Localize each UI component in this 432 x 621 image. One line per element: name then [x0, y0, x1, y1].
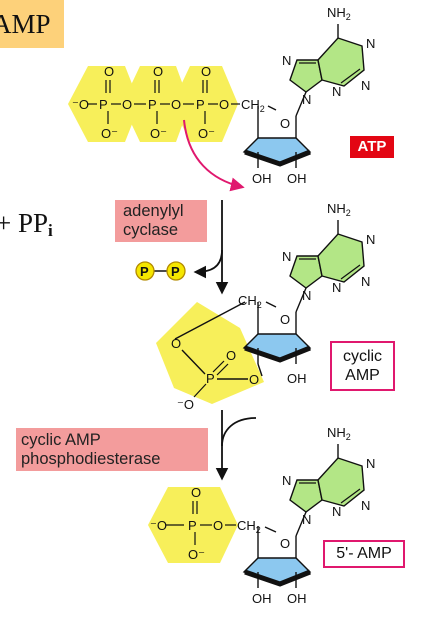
- o-atom: O: [249, 372, 259, 387]
- ch2-label: CH2: [237, 518, 261, 535]
- o-atom: O: [201, 64, 211, 79]
- p-atom: P: [99, 97, 108, 112]
- phosphodiesterase-label: cyclic AMP phosphodiesterase: [16, 428, 208, 471]
- oh-label: OH: [287, 171, 307, 186]
- ch2-label: CH2: [238, 293, 262, 310]
- triphosphate-group: O O O ⁻O P O P O P O O⁻: [68, 64, 265, 142]
- ch2-label: CH2: [241, 97, 265, 114]
- water-input-curve: [221, 417, 257, 447]
- phosphate-circle: [166, 261, 186, 281]
- pyrophosphate-release-arrow: [193, 249, 223, 279]
- atp-label: ATP: [350, 136, 394, 158]
- phosphate-circle: [135, 261, 155, 281]
- p-atom: P: [206, 371, 215, 386]
- o-minus: O⁻: [188, 547, 205, 562]
- p-label: P: [140, 264, 149, 279]
- o-atom: O: [171, 336, 181, 351]
- o-minus: O⁻: [198, 126, 215, 141]
- cyclic-amp-label: cyclic AMP: [330, 341, 395, 391]
- o-atom: O: [153, 64, 163, 79]
- o-minus: ⁻O: [177, 397, 194, 412]
- o-atom: O: [171, 97, 181, 112]
- o-atom: O: [104, 64, 114, 79]
- o-atom: O: [191, 485, 201, 500]
- o-minus: ⁻O: [72, 97, 89, 112]
- p-atom: P: [188, 518, 197, 533]
- atp-molecule: O O O ⁻O P O P O P O O⁻: [68, 4, 377, 192]
- o-minus: ⁻O: [150, 518, 167, 533]
- cyclic-amp-molecule: O P O O ⁻O CH2 OH: [156, 200, 377, 412]
- header-label: AMP: [0, 0, 64, 48]
- oh-label: OH: [287, 371, 307, 386]
- o-atom: O: [122, 97, 132, 112]
- five-prime-amp-molecule: O ⁻O P O O⁻ CH2 OH OH: [148, 424, 377, 606]
- o-minus: O⁻: [101, 126, 118, 141]
- adenylyl-cyclase-label: adenylyl cyclase: [115, 200, 207, 242]
- pyrophosphate-product-label: + PPi: [0, 208, 53, 240]
- p-label: P: [171, 264, 180, 279]
- five-prime-amp-label: 5'- AMP: [323, 540, 405, 568]
- o-atom: O: [213, 518, 223, 533]
- oh-label: OH: [252, 591, 272, 606]
- p-atom: P: [196, 97, 205, 112]
- o-atom: O: [219, 97, 229, 112]
- pyrophosphate: P P: [135, 261, 186, 281]
- oh-label: OH: [252, 171, 272, 186]
- o-minus: O⁻: [150, 126, 167, 141]
- p-atom: P: [148, 97, 157, 112]
- o-atom: O: [226, 348, 236, 363]
- oh-label: OH: [287, 591, 307, 606]
- phosphate-transfer-arrow: [183, 119, 245, 192]
